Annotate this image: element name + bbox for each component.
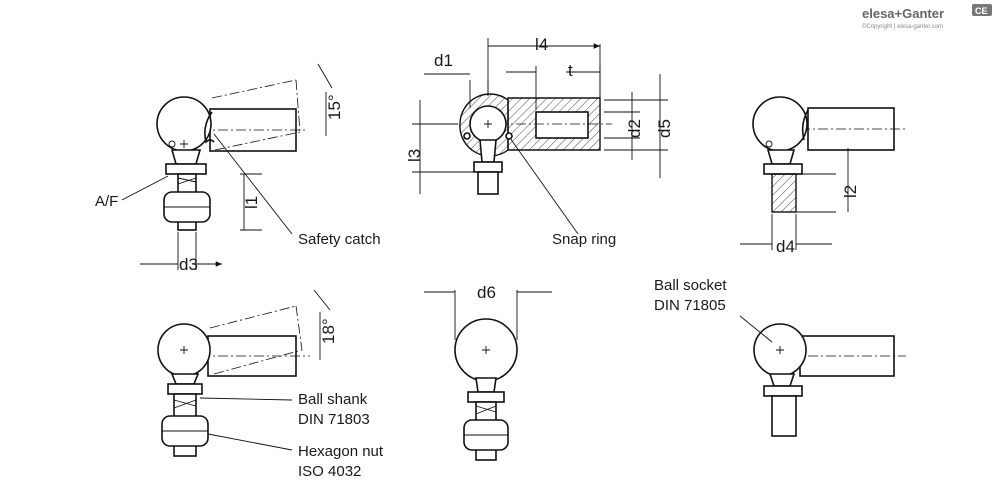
view-top-left: l1 d3 15° A/F Safety catch	[95, 63, 381, 274]
view-bottom-left: 18° Ball shank DIN 71803 Hexagon nut ISO…	[157, 289, 384, 480]
brand-copyright: ©Copyright | elesa-ganter.com	[862, 23, 943, 30]
dim-l3: l3	[405, 149, 424, 162]
dim-t: t	[568, 61, 573, 80]
label-hex-nut-2: ISO 4032	[298, 463, 361, 480]
ball-shank-leader	[199, 397, 293, 401]
label-af: A/F	[95, 193, 118, 210]
angle-outline	[211, 79, 301, 151]
dim-angle-15: 15°	[325, 94, 344, 120]
label-ball-socket-1: Ball socket	[654, 277, 727, 294]
t-dimension-line	[506, 66, 601, 110]
ball-mark	[168, 140, 176, 148]
view-bottom-middle: d6	[424, 283, 552, 461]
angle-18-line	[313, 289, 331, 360]
collar	[467, 391, 505, 403]
clip	[801, 109, 809, 141]
view-top-right: l2 d4	[740, 96, 906, 256]
brand-logo: elesa+Ganter ©Copyright | elesa-ganter.c…	[862, 4, 992, 30]
view-bottom-right: Ball socket DIN 71805	[654, 277, 906, 437]
center-mark	[180, 140, 188, 148]
neck	[170, 149, 202, 165]
thread-mark	[177, 177, 197, 185]
angle-15-line	[317, 63, 333, 136]
d3-dimension-line	[140, 232, 222, 270]
hex-nut-leader	[207, 433, 293, 451]
snap-ring-leader	[509, 137, 579, 235]
af-leader	[121, 175, 169, 201]
collar	[763, 163, 803, 175]
dim-l2: l2	[841, 185, 860, 198]
neck	[475, 377, 497, 393]
dim-l1: l1	[242, 196, 261, 209]
dim-d1: d1	[434, 51, 453, 70]
neck	[766, 149, 796, 165]
d2-dimension-line	[604, 92, 640, 160]
safety-catch-clip	[204, 111, 215, 144]
neck	[170, 373, 200, 385]
label-snap-ring: Snap ring	[552, 231, 616, 248]
dim-l4: l4	[535, 35, 548, 54]
ball-socket-leader	[739, 315, 773, 343]
view-top-middle: l4 t d1 d2 d5 l3 Snap ring	[405, 35, 674, 248]
label-ball-shank-2: DIN 71803	[298, 411, 370, 428]
angle-outline	[209, 305, 303, 375]
stud-section	[771, 173, 797, 213]
collar	[473, 161, 503, 173]
ball	[752, 96, 808, 152]
dim-angle-18: 18°	[319, 318, 338, 344]
label-ball-shank-1: Ball shank	[298, 391, 368, 408]
brand-logo-text: elesa+Ganter	[862, 6, 944, 21]
dim-d2: d2	[625, 119, 644, 138]
stud	[477, 171, 499, 195]
d4-dimension-line	[740, 214, 832, 250]
neck	[768, 373, 796, 387]
neck	[479, 139, 497, 163]
dim-d4: d4	[776, 237, 795, 256]
label-ball-socket-2: DIN 71805	[654, 297, 726, 314]
snap-ring-dot	[505, 132, 513, 140]
dim-d6: d6	[477, 283, 496, 302]
ce-badge	[972, 4, 992, 16]
l1-dimension-line	[240, 173, 262, 231]
safety-catch-leader	[213, 133, 293, 235]
label-hex-nut-1: Hexagon nut	[298, 443, 384, 460]
d1-dimension-line	[424, 73, 489, 108]
stud	[771, 395, 797, 437]
l3-dimension-line	[412, 100, 474, 194]
collar	[165, 163, 207, 175]
label-safety-catch: Safety catch	[298, 231, 381, 248]
d5-dimension-line	[604, 74, 668, 178]
collar	[167, 383, 203, 395]
ce-badge-text: CE	[975, 6, 988, 16]
dim-d5: d5	[655, 119, 674, 138]
dim-d3: d3	[179, 255, 198, 274]
l2-dimension-line	[796, 148, 849, 213]
thread-bore	[535, 111, 589, 139]
collar	[763, 385, 803, 397]
d6-dimension-line	[424, 290, 552, 340]
